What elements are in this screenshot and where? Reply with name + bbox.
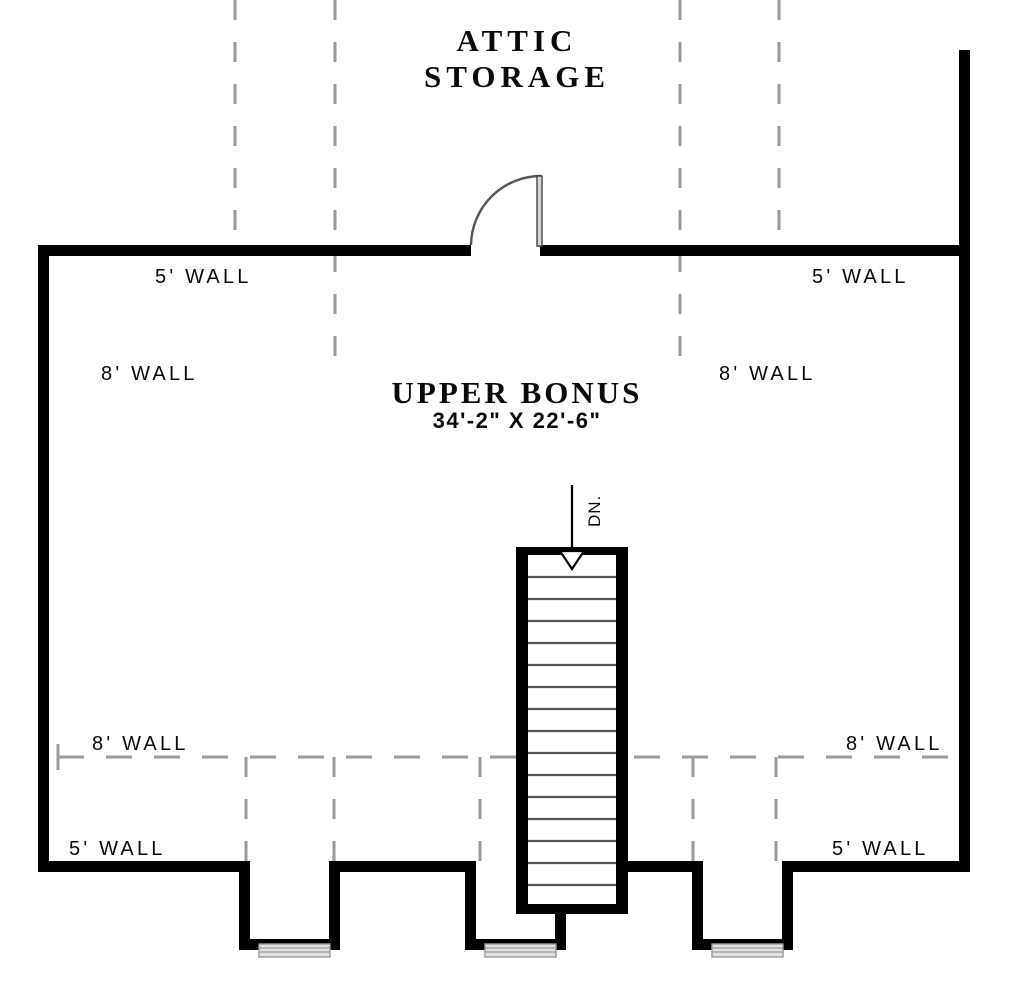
wall-bottom-seg-4: [782, 861, 970, 872]
door-leaf: [536, 175, 543, 247]
window-3: [711, 943, 784, 958]
roof-dashed-lines-lower: [56, 744, 963, 872]
wall-bottom-seg-2: [329, 861, 476, 872]
staircase: [516, 485, 628, 914]
stair-wall-left: [516, 547, 528, 912]
wall-right-exterior: [959, 50, 970, 872]
roof-dashed-lines-upper: [233, 0, 781, 360]
stair-treads: [528, 575, 616, 887]
window-2: [484, 943, 557, 958]
door-arc-icon: [469, 174, 542, 246]
stair-direction-arrow-icon: [557, 549, 587, 571]
alcove-1-right-jamb: [329, 861, 340, 950]
alcove-3-left-jamb: [692, 861, 703, 950]
wall-bottom-seg-1: [38, 861, 250, 872]
wall-top-left: [38, 245, 471, 256]
wall-bottom-with-alcoves: [38, 861, 970, 950]
alcove-3-right-jamb: [782, 861, 793, 950]
alcove-2-left-jamb: [465, 861, 476, 950]
door-swing: [469, 174, 543, 247]
stair-wall-right: [616, 547, 628, 912]
wall-left-exterior: [38, 245, 49, 872]
windows: [258, 943, 784, 958]
stair-closure-bottom: [516, 904, 628, 914]
wall-bottom-seg-3: [555, 861, 703, 872]
wall-top-right: [540, 245, 970, 256]
stair-interior: [516, 547, 628, 912]
alcove-1-left-jamb: [239, 861, 250, 950]
window-1: [258, 943, 331, 958]
